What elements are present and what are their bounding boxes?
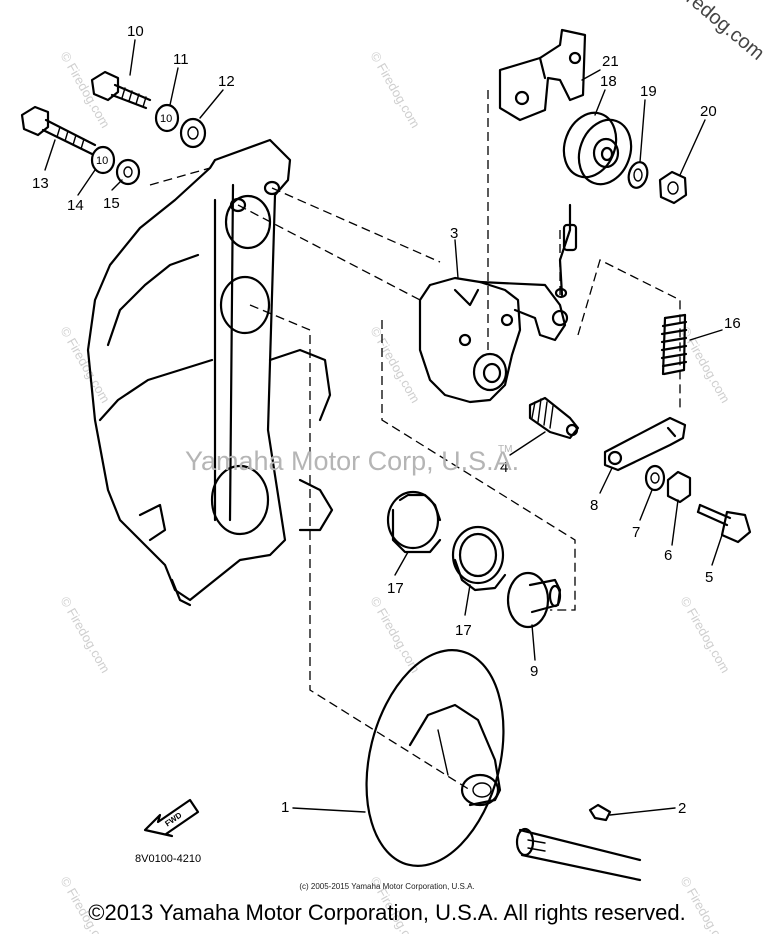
washer-mark: 10 bbox=[160, 113, 172, 125]
part-8-lever bbox=[603, 416, 687, 472]
label-part-2: 2 bbox=[678, 800, 686, 817]
label-leaders bbox=[44, 39, 723, 816]
watermark-tile: © Firedog.com bbox=[57, 324, 113, 406]
diagram-code: 8V0100-4210 bbox=[135, 853, 201, 865]
fwd-label: FWD bbox=[163, 810, 183, 828]
label-part-1: 1 bbox=[281, 799, 289, 816]
part-1-sheave bbox=[365, 649, 505, 867]
part-16-spring bbox=[660, 313, 688, 376]
washer-mark: 10 bbox=[96, 155, 108, 167]
label-part-14: 14 bbox=[67, 197, 84, 214]
label-part-12: 12 bbox=[218, 73, 235, 90]
label-part-4: 4 bbox=[500, 459, 508, 476]
crankcase-outline bbox=[86, 138, 334, 607]
part-19-washer bbox=[627, 161, 649, 189]
label-part-9: 9 bbox=[530, 663, 538, 680]
label-part-16: 16 bbox=[724, 315, 741, 332]
label-part-19: 19 bbox=[640, 83, 657, 100]
part-2-key bbox=[588, 803, 612, 822]
watermark-tile: © Firedog.com bbox=[677, 594, 733, 676]
label-part-8: 8 bbox=[590, 497, 598, 514]
label-part-13: 13 bbox=[32, 175, 49, 192]
part-number-labels: 10 11 12 13 14 15 3 4 21 18 19 20 16 8 7… bbox=[32, 23, 741, 817]
label-part-15: 15 bbox=[103, 195, 120, 212]
watermark-tile: © Firedog.com bbox=[367, 594, 423, 676]
part-4-adjuster bbox=[528, 396, 580, 440]
part-20-nut bbox=[658, 170, 688, 205]
part-13-bolt bbox=[20, 105, 97, 156]
part-9-collar bbox=[506, 571, 562, 629]
watermark-tm: TM bbox=[498, 444, 512, 455]
crankshaft bbox=[515, 827, 642, 882]
part-10-bolt bbox=[90, 70, 152, 110]
watermark-tile: © Firedog.com bbox=[57, 594, 113, 676]
part-3-housing bbox=[418, 276, 569, 404]
fwd-arrow: FWD bbox=[143, 798, 200, 838]
label-part-3: 3 bbox=[450, 225, 458, 242]
part-17-bushing-left bbox=[386, 490, 442, 554]
part-21-bracket bbox=[498, 28, 587, 122]
watermark-tile: © Firedog.com bbox=[677, 324, 733, 406]
label-part-11: 11 bbox=[173, 51, 189, 68]
label-part-5: 5 bbox=[705, 569, 713, 586]
small-copyright: (c) 2005-2015 Yamaha Motor Corporation, … bbox=[299, 882, 475, 891]
part-7-washer bbox=[644, 464, 666, 492]
part-5-bolt bbox=[696, 503, 752, 544]
part-14-washer bbox=[90, 145, 116, 175]
label-part-17-b: 17 bbox=[455, 622, 472, 639]
label-part-20: 20 bbox=[700, 103, 717, 120]
part-6-nut bbox=[666, 470, 692, 504]
watermark-tiles: © Firedog.com © Firedog.com © Firedog.co… bbox=[57, 49, 733, 939]
part-18-pulley bbox=[562, 111, 633, 186]
watermark-tile: © Firedog.com bbox=[57, 49, 113, 131]
label-part-17: 17 bbox=[387, 580, 404, 597]
watermark-center: Yamaha Motor Corp, U.S.A. bbox=[185, 446, 519, 476]
label-part-18: 18 bbox=[600, 73, 617, 90]
watermark-tile: © Firedog.com bbox=[367, 324, 423, 406]
part-12-washer bbox=[179, 117, 207, 149]
main-copyright: ©2013 Yamaha Motor Corporation, U.S.A. A… bbox=[88, 900, 686, 925]
label-part-6: 6 bbox=[664, 547, 672, 564]
label-part-21: 21 bbox=[602, 53, 619, 70]
label-part-10: 10 bbox=[127, 23, 144, 40]
cable-end bbox=[554, 203, 578, 299]
part-11-washer bbox=[154, 103, 180, 133]
part-15-washer bbox=[115, 158, 141, 186]
part-17-bushing-right bbox=[451, 525, 507, 592]
label-part-7: 7 bbox=[632, 524, 640, 541]
watermark-tile: © Firedog.com bbox=[367, 49, 423, 131]
leader-lines bbox=[149, 90, 681, 791]
